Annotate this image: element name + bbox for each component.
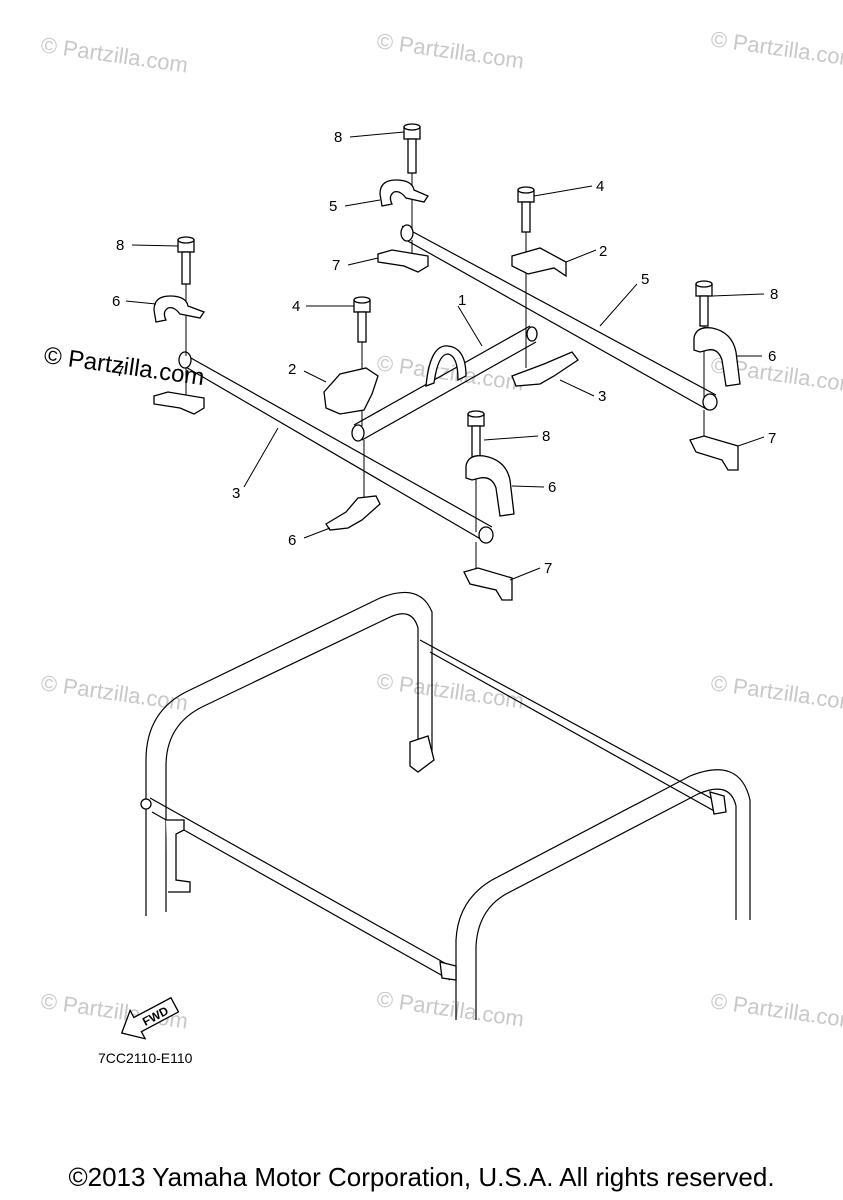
bracket-3	[511, 351, 579, 387]
callout-number: 8	[334, 129, 342, 146]
callout-number: 8	[116, 237, 124, 254]
rail-upper	[400, 224, 718, 411]
bolt-group	[177, 123, 713, 459]
callout-number: 6	[548, 479, 556, 496]
bolt	[695, 280, 713, 327]
watermark: © Partzilla.com	[375, 668, 525, 713]
diagram-code: 7CC2110-E110	[98, 1050, 193, 1066]
callout-number: 2	[288, 361, 296, 378]
bracket-7	[153, 391, 205, 415]
watermark: © Partzilla.com	[39, 32, 189, 77]
clamp-group	[153, 179, 741, 517]
callout-number: 1	[458, 292, 466, 309]
callout-number: 6	[112, 293, 120, 310]
rail-lower	[178, 351, 494, 544]
bolt	[403, 123, 421, 174]
callout-number: 8	[542, 428, 550, 445]
bolt	[467, 410, 485, 459]
bracket-group	[153, 247, 739, 601]
watermark: © Partzilla.com	[375, 350, 525, 395]
clamp	[693, 327, 741, 387]
roll-cage	[140, 591, 751, 1020]
callout-number: 5	[329, 198, 337, 215]
clamp	[379, 179, 429, 207]
watermark: © Partzilla.com	[375, 986, 525, 1031]
bracket-7	[377, 249, 429, 273]
callout-number: 6	[768, 348, 776, 365]
bracket-7	[689, 435, 739, 471]
callout-number: 4	[292, 298, 300, 315]
bracket-2	[323, 367, 379, 415]
bracket-7	[463, 567, 513, 601]
watermark: © Partzilla.com	[39, 670, 189, 715]
callout-number: 6	[288, 532, 296, 549]
bracket-3	[325, 495, 381, 531]
bolt	[353, 296, 371, 343]
callout-number: 7	[544, 560, 552, 577]
callout-number: 4	[596, 178, 604, 195]
callout-number: 7	[332, 257, 340, 274]
callout-number: 3	[598, 388, 606, 405]
callout-number: 7	[768, 430, 776, 447]
watermark: © Partzilla.com	[709, 988, 843, 1033]
callout-number: 3	[232, 485, 240, 502]
callout-number: 7	[116, 363, 124, 380]
callout-number: 2	[599, 243, 607, 260]
clamp	[465, 455, 515, 517]
watermark: © Partzilla.com	[375, 28, 525, 73]
bracket-2	[511, 247, 567, 278]
callout-group: 8 5 7 4 2 5 1 8 6 4 2 8 6 7 3 8 6 7 3 6 …	[112, 129, 778, 577]
callout-number: 8	[770, 286, 778, 303]
watermark-group: © Partzilla.com © Partzilla.com © Partzi…	[39, 26, 843, 1033]
bolt	[517, 186, 535, 233]
callout-number: 5	[641, 271, 649, 288]
leader-lines	[125, 131, 765, 581]
copyright-text: ©2013 Yamaha Motor Corporation, U.S.A. A…	[68, 1162, 775, 1192]
clamp	[153, 295, 205, 323]
cross-bar	[351, 325, 538, 442]
watermark: © Partzilla.com	[709, 26, 843, 71]
bolt	[177, 236, 195, 285]
watermark: © Partzilla.com	[709, 670, 843, 715]
